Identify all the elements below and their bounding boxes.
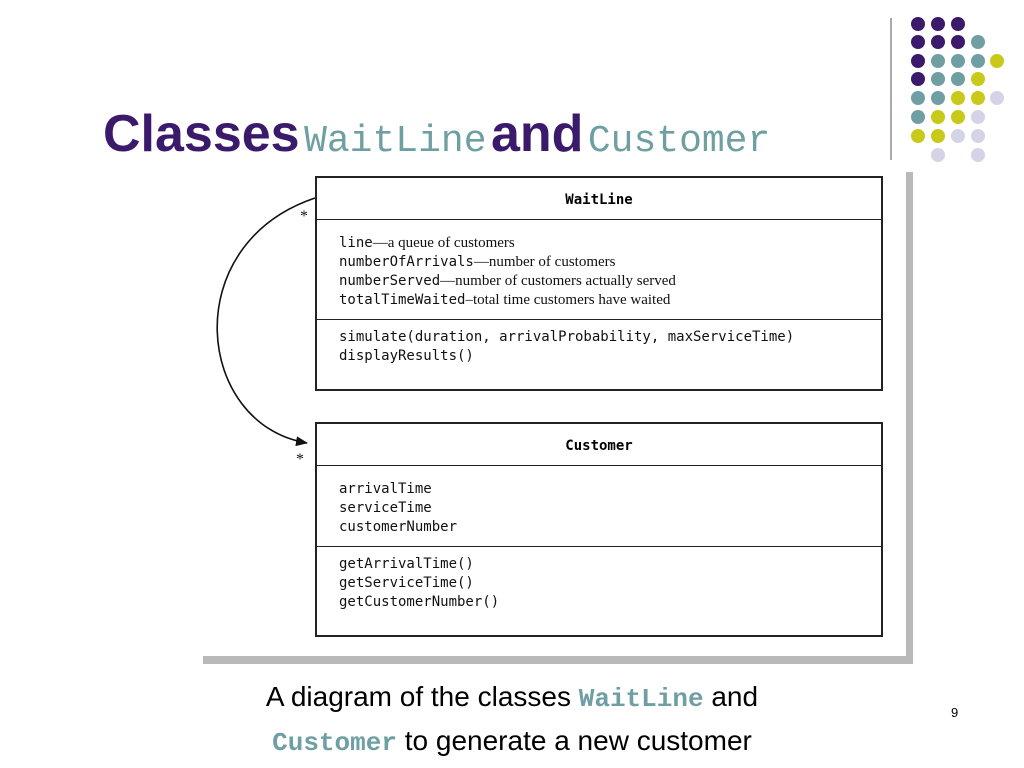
title-waitline: WaitLine [304, 120, 487, 163]
customer-class-name: Customer [565, 438, 633, 454]
decor-dot [971, 54, 985, 68]
decor-dot [931, 91, 945, 105]
caption-waitline: WaitLine [578, 684, 704, 714]
decor-dot [931, 35, 945, 49]
waitline-class-name: WaitLine [565, 192, 633, 208]
decor-dot [990, 54, 1004, 68]
customer-attr-customernumber: customerNumber [339, 519, 458, 535]
decor-dot [911, 129, 925, 143]
waitline-attr-totaltimewaited: totalTimeWaited–total time customers hav… [339, 292, 671, 308]
decor-dot [931, 110, 945, 124]
association-arrow [216, 197, 316, 447]
waitline-method-simulate: simulate(duration, arrivalProbability, m… [339, 329, 795, 345]
page-number: 9 [951, 705, 959, 720]
diagram-panel: * * WaitLine line—a queue of customers n… [201, 170, 906, 656]
multiplicity-bottom: * [296, 451, 304, 468]
decor-dot [951, 110, 965, 124]
slide-caption: A diagram of the classes WaitLine and Cu… [0, 676, 1024, 764]
decor-dot [931, 54, 945, 68]
caption-line-2: Customer to generate a new customer [272, 725, 752, 758]
decor-dot [951, 129, 965, 143]
decor-dot [971, 110, 985, 124]
title-divider [890, 18, 892, 160]
decor-dot [931, 148, 945, 162]
customer-name-divider [317, 465, 881, 466]
customer-method-getcustomernumber: getCustomerNumber() [339, 594, 500, 610]
waitline-method-displayresults: displayResults() [339, 348, 474, 364]
decor-dot [971, 91, 985, 105]
decor-dot [931, 17, 945, 31]
decor-dot [931, 129, 945, 143]
customer-attr-servicetime: serviceTime [339, 500, 432, 516]
customer-method-getarrivaltime: getArrivalTime() [339, 556, 474, 572]
waitline-attr-numberserved: numberServed—number of customers actuall… [339, 273, 676, 289]
caption-customer: Customer [272, 728, 397, 758]
customer-attr-divider [317, 546, 881, 547]
decor-dot [971, 148, 985, 162]
decor-dot [911, 72, 925, 86]
decor-dot [931, 72, 945, 86]
decor-dot [911, 91, 925, 105]
decor-dot [951, 35, 965, 49]
title-and: and [490, 105, 584, 163]
waitline-name-divider [317, 219, 881, 220]
caption-line-1: A diagram of the classes WaitLine and [265, 681, 759, 714]
waitline-attr-line: line—a queue of customers [339, 235, 515, 251]
decor-dot [951, 72, 965, 86]
slide-title: Classes WaitLine and Customer [103, 104, 770, 164]
multiplicity-top: * [300, 208, 308, 225]
decor-dot [951, 54, 965, 68]
decor-dot [951, 17, 965, 31]
waitline-attr-numberofarrivals: numberOfArrivals—number of customers [339, 254, 616, 270]
title-customer: Customer [587, 120, 771, 163]
customer-method-getservicetime: getServiceTime() [339, 575, 474, 591]
customer-class-box: Customer arrivalTime serviceTime custome… [315, 422, 883, 637]
decor-dot [911, 35, 925, 49]
decor-dot [971, 129, 985, 143]
waitline-class-box: WaitLine line—a queue of customers numbe… [315, 176, 883, 391]
customer-attr-arrivaltime: arrivalTime [339, 481, 432, 497]
decor-dot [951, 91, 965, 105]
decor-dot [990, 91, 1004, 105]
decor-dot [911, 110, 925, 124]
waitline-attr-divider [317, 319, 881, 320]
title-classes: Classes [103, 105, 300, 163]
decor-dot [971, 72, 985, 86]
decor-dot [971, 35, 985, 49]
decor-dot [911, 54, 925, 68]
decor-dot [911, 17, 925, 31]
decorative-dot-grid [0, 0, 1024, 170]
